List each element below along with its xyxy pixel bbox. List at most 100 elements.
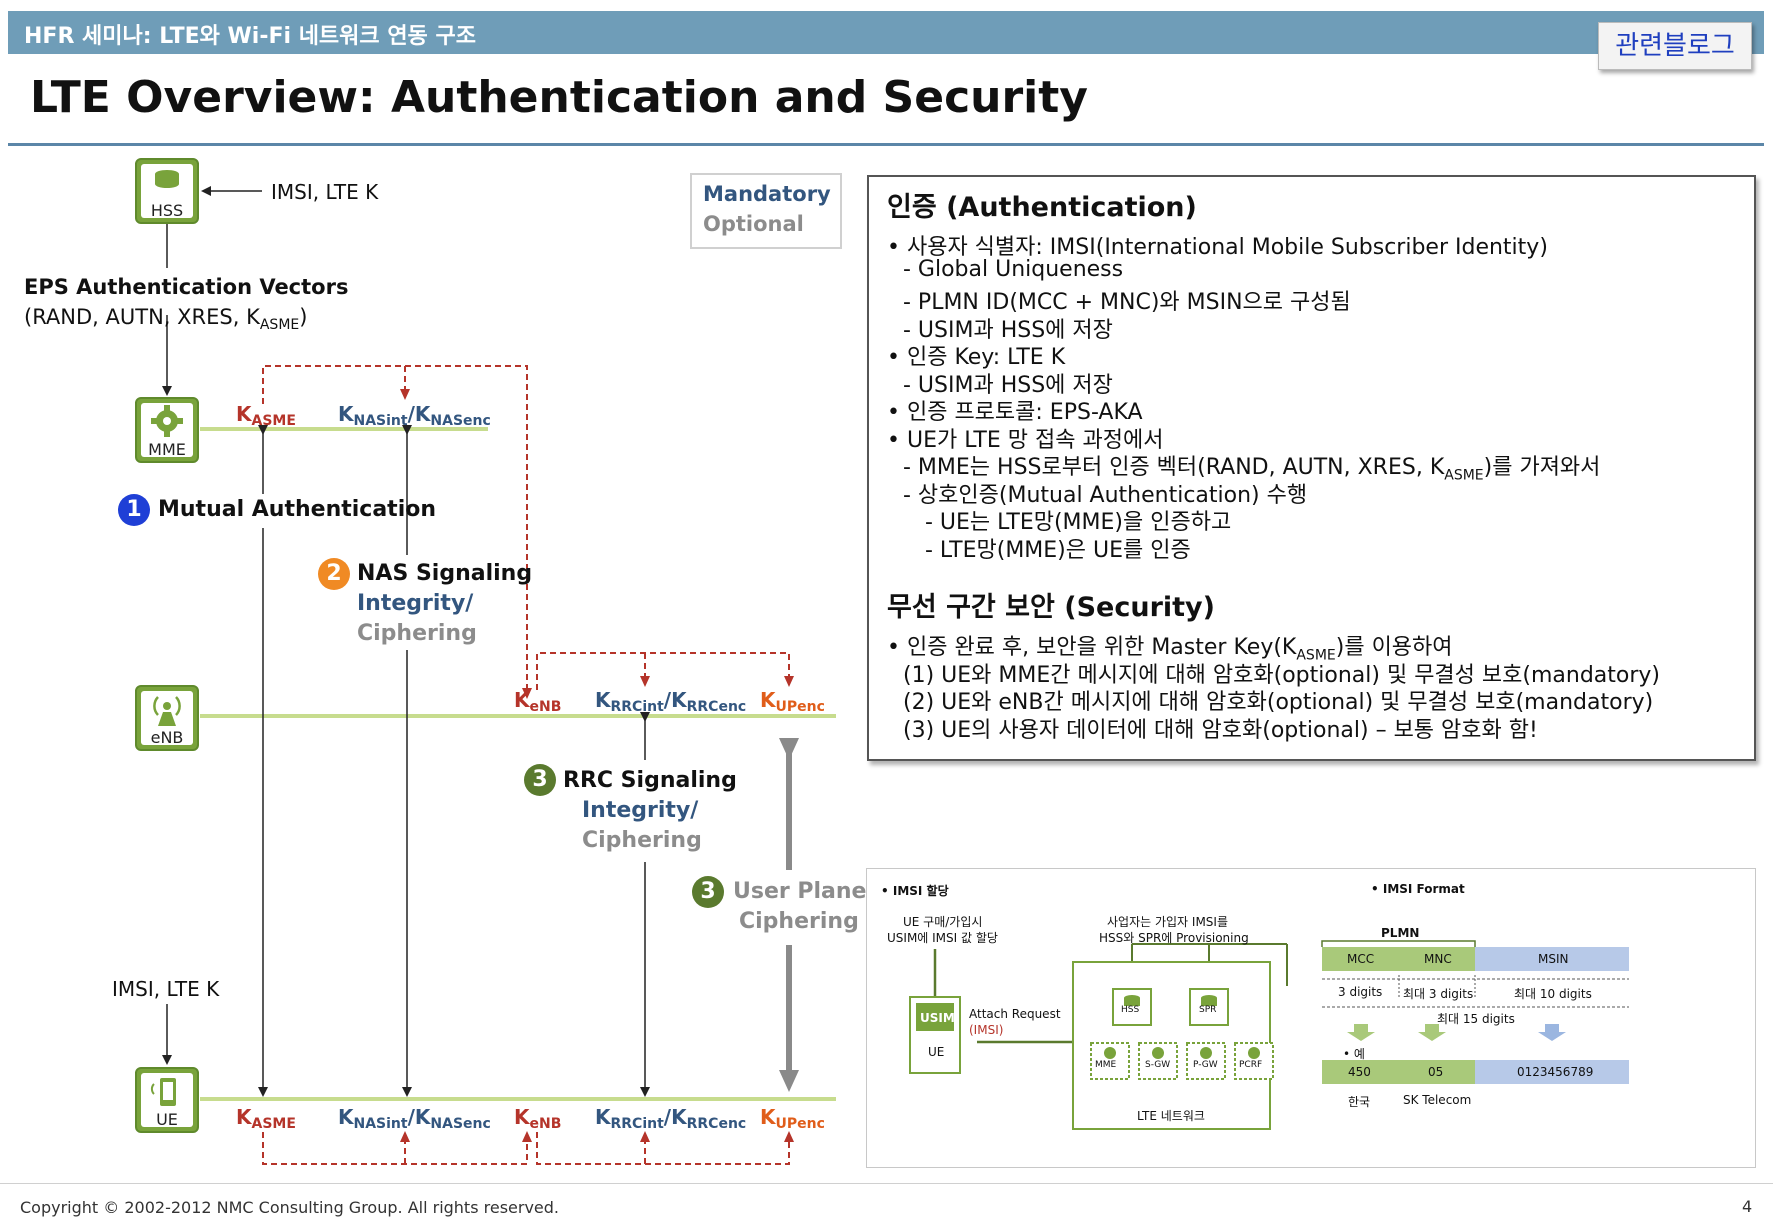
mcc-digits: 3 digits [1338,985,1383,999]
msin-label: MSIN [1538,952,1569,966]
step1-number-badge: 1 [118,494,150,526]
step3-up-number-badge: 3 [692,876,724,908]
phone-icon [150,1078,176,1106]
ue-note-line2: USIM에 IMSI 값 할당 [887,931,998,945]
mme-small-label: MME [1095,1060,1117,1070]
ue-note-line1: UE 구매/가입시 [903,915,983,929]
hss-small-label: HSS [1121,1005,1140,1015]
page-number: 4 [1742,1197,1753,1216]
step2-title: NAS Signaling [357,561,533,586]
authentication-panel: 인증 (Authentication) • 사용자 식별자: IMSI(Inte… [867,175,1756,761]
key-kasme-mme: KASME [236,402,296,429]
security-item: (3) UE의 사용자 데이터에 대해 암호화(optional) – 보통 암… [903,718,1538,743]
example-operator: SK Telecom [1403,1093,1472,1107]
key-kupenc-ue: KUPenc [760,1105,825,1132]
auth-line: - USIM과 HSS에 저장 [903,373,1113,398]
step3-rrc-number-badge: 3 [524,764,556,796]
step3-rrc-integrity: Integrity/ [582,798,699,823]
step3-rrc-title: RRC Signaling [563,768,737,793]
mnc-label: MNC [1424,952,1452,966]
ue-input-label: IMSI, LTE K [112,977,220,1001]
gear-icon [151,405,183,437]
enb-label: eNB [150,728,184,747]
eps-vectors-items: (RAND, AUTN, XRES, KASME) [24,305,308,334]
seminar-title: HFR 세미나: LTE와 Wi-Fi 네트워크 연동 구조 [24,24,476,49]
step2-integrity: Integrity/ [357,591,474,616]
security-item: (2) UE와 eNB간 메시지에 대해 암호화(optional) 및 무결성… [903,690,1654,715]
imsi-diagram [909,940,1629,1130]
key-kenb-enb: KeNB [514,688,562,715]
key-knas-ue: KNASint/KNASenc [338,1105,491,1132]
step3-rrc-ciphering: Ciphering [582,828,702,853]
auth-heading: 인증 (Authentication) [887,192,1197,223]
footer-divider [0,1183,1773,1184]
example-label: • 예 [1343,1047,1365,1061]
pgw-small-label: P-GW [1193,1060,1218,1070]
key-kasme-ue: KASME [236,1105,296,1132]
copyright-text: Copyright © 2002-2012 NMC Consulting Gro… [20,1198,560,1217]
legend-mandatory: Mandatory [703,182,831,206]
auth-line: - PLMN ID(MCC + MNC)와 MSIN으로 구성됨 [903,290,1351,315]
header-bar [8,11,1764,54]
hss-node [135,158,199,224]
antenna-icon [153,696,181,726]
database-icon [155,170,179,188]
security-item: (1) UE와 MME간 메시지에 대해 암호화(optional) 및 무결성… [903,663,1661,688]
example-mcc: 450 [1348,1065,1371,1079]
key-kupenc-enb: KUPenc [760,688,825,715]
step1-title: Mutual Authentication [158,497,437,522]
provider-note-line1: 사업자는 가입자 IMSI를 [1107,915,1228,929]
auth-line: - UE는 LTE망(MME)을 인증하고 [925,510,1232,535]
ue-box-label: UE [928,1045,945,1059]
imsi-alloc-title: • IMSI 할당 [881,884,949,898]
eps-vectors-title: EPS Authentication Vectors [24,275,349,299]
lte-network-label: LTE 네트워크 [1137,1109,1205,1123]
auth-line: - 상호인증(Mutual Authentication) 수행 [903,483,1308,508]
imsi-panel: • IMSI 할당 UE 구매/가입시 USIM에 IMSI 값 할당 사업자는… [866,868,1756,1168]
page-title: LTE Overview: Authentication and Securit… [30,72,1088,123]
ue-label: UE [156,1110,178,1129]
msin-digits: 최대 10 digits [1514,987,1592,1001]
total-digits: 최대 15 digits [1437,1012,1515,1026]
security-heading: 무선 구간 보안 (Security) [887,592,1215,623]
auth-line: - MME는 HSS로부터 인증 벡터(RAND, AUTN, XRES, KA… [903,455,1601,484]
security-line: • 인증 완료 후, 보안을 위한 Master Key(KASME)를 이용하… [887,635,1453,664]
auth-line: • 인증 프로토콜: EPS-AKA [887,400,1143,425]
pcrf-small-label: PCRF [1239,1060,1263,1070]
enb-node [135,685,199,751]
sgw-small-label: S-GW [1145,1060,1171,1070]
example-msin: 0123456789 [1517,1065,1594,1079]
key-kenb-ue: KeNB [514,1105,562,1132]
auth-line: - USIM과 HSS에 저장 [903,318,1113,343]
step3-up-ciphering: Ciphering [739,909,859,934]
plmn-label: PLMN [1381,926,1420,940]
imsi-format-title: • IMSI Format [1371,882,1465,896]
usim-label: USIM [920,1011,955,1025]
mcc-label: MCC [1347,952,1375,966]
example-mnc: 05 [1428,1065,1444,1079]
auth-line: - Global Uniqueness [903,257,1124,282]
key-krrc-ue: KRRCint/KRRCenc [595,1105,747,1132]
auth-line: • 인증 Key: LTE K [887,345,1066,370]
hss-input-label: IMSI, LTE K [271,180,379,204]
auth-line: - LTE망(MME)은 UE를 인증 [925,538,1191,563]
key-knas-mme: KNASint/KNASenc [338,402,491,429]
step2-ciphering: Ciphering [357,621,477,646]
related-blog-button[interactable]: 관련블로그 [1598,22,1752,70]
mme-node [135,397,199,463]
title-divider [8,143,1764,146]
example-country: 한국 [1348,1095,1371,1109]
ue-node [135,1067,199,1133]
step3-up-title: User Plane [733,879,867,904]
legend-optional: Optional [703,212,804,236]
legend-box: Mandatory Optional [690,173,842,249]
mme-label: MME [148,440,186,459]
spr-small-label: SPR [1199,1005,1217,1015]
auth-line: • UE가 LTE 망 접속 과정에서 [887,428,1164,453]
key-krrc-enb: KRRCint/KRRCenc [595,688,747,715]
attach-imsi-label: (IMSI) [969,1023,1004,1037]
attach-request-label: Attach Request [969,1007,1061,1021]
provider-note-line2: HSS와 SPR에 Provisioning [1099,931,1249,945]
step2-number-badge: 2 [318,558,350,590]
